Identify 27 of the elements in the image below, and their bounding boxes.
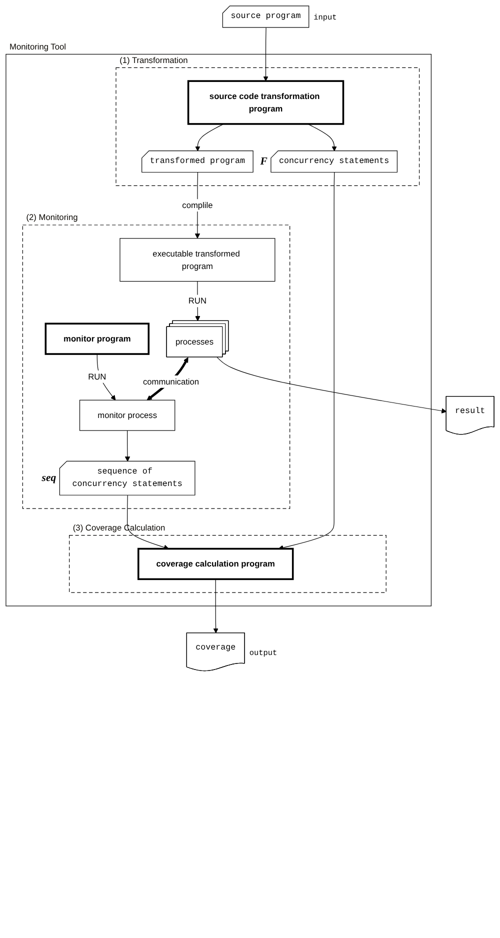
side-label: F [260, 156, 268, 168]
arrow [213, 578, 218, 634]
node-box: coverage calculation program [137, 548, 294, 580]
cluster [6, 54, 432, 606]
side-label: seq [42, 472, 56, 484]
arrow [96, 354, 116, 400]
node-label: (2) Monitoring [26, 212, 78, 222]
arrow [195, 124, 224, 152]
edge-label: RUN [88, 372, 106, 382]
node-box: monitor process [79, 400, 176, 431]
node-box: executable transformed program [120, 238, 276, 282]
cluster [22, 224, 290, 509]
arrow [124, 430, 130, 462]
arrow [195, 281, 200, 322]
arrow [308, 124, 337, 152]
edge-label: complile [182, 200, 213, 210]
cluster [116, 67, 420, 186]
edge-label: communication [142, 376, 200, 386]
node-label: (1) Transformation [120, 55, 188, 65]
arrow [278, 172, 335, 550]
arrow [216, 357, 447, 414]
cluster [69, 535, 386, 593]
arrow [263, 27, 268, 82]
edge-label: RUN [188, 296, 206, 306]
node-label: Monitoring Tool [10, 42, 66, 52]
node-box: source code transformation program [187, 80, 344, 125]
node-box: monitor program [44, 322, 150, 355]
